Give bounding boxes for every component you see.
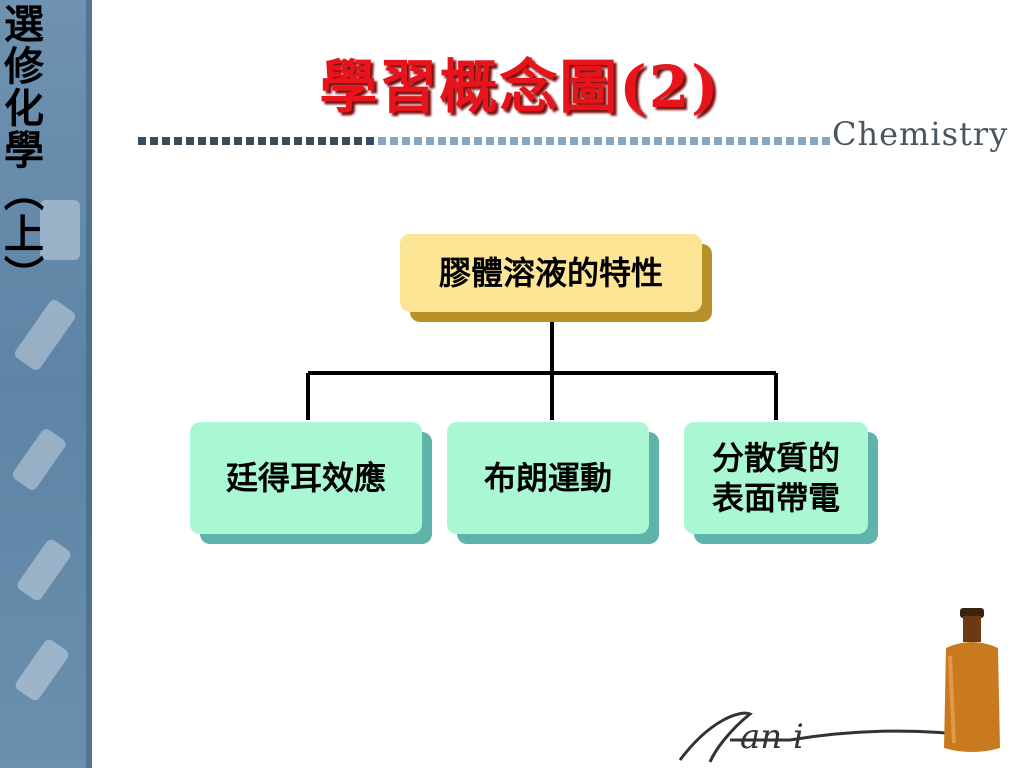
rule-dot bbox=[690, 137, 698, 145]
rule-dot bbox=[426, 137, 434, 145]
rule-dot bbox=[594, 137, 602, 145]
rule-dot bbox=[702, 137, 710, 145]
chemistry-brand: Chemistry bbox=[832, 115, 1009, 153]
rule-dot bbox=[174, 137, 182, 145]
bottle-silhouette-icon bbox=[12, 200, 80, 701]
rule-dot bbox=[642, 137, 650, 145]
rule-dot bbox=[654, 137, 662, 145]
sidebar-title-char: 化 bbox=[4, 86, 44, 132]
rule-dot bbox=[258, 137, 266, 145]
rule-dot bbox=[498, 137, 506, 145]
sidebar-title-char: 學 bbox=[4, 128, 44, 174]
rule-dot bbox=[486, 137, 494, 145]
sidebar-title-char: 上 bbox=[4, 212, 44, 258]
rule-dot bbox=[390, 137, 398, 145]
child-node-label-line1: 分散質的 bbox=[711, 439, 840, 477]
rule-dot bbox=[330, 137, 338, 145]
svg-text:an i: an i bbox=[740, 717, 804, 757]
sidebar-title-char: ︵ bbox=[4, 170, 44, 216]
rule-dot bbox=[366, 137, 374, 145]
rule-dot bbox=[354, 137, 362, 145]
rule-dot bbox=[402, 137, 410, 145]
rule-dot bbox=[198, 137, 206, 145]
child-node-label-line2: 表面帶電 bbox=[711, 479, 840, 517]
root-node: 膠體溶液的特性 bbox=[400, 234, 702, 312]
child-node-surface-charge: 分散質的 表面帶電 bbox=[684, 422, 868, 534]
rule-dot bbox=[582, 137, 590, 145]
dotted-rule bbox=[138, 137, 830, 145]
rule-dot bbox=[558, 137, 566, 145]
rule-dot bbox=[282, 137, 290, 145]
rule-dot bbox=[738, 137, 746, 145]
rule-dot bbox=[342, 137, 350, 145]
rule-dot bbox=[546, 137, 554, 145]
sidebar-title-char: ︶ bbox=[4, 254, 44, 300]
rule-dot bbox=[414, 137, 422, 145]
rule-dot bbox=[570, 137, 578, 145]
sidebar-title-char: 修 bbox=[4, 44, 44, 90]
rule-dot bbox=[438, 137, 446, 145]
rule-dot bbox=[606, 137, 614, 145]
rule-dot bbox=[294, 137, 302, 145]
rule-dot bbox=[222, 137, 230, 145]
rule-dot bbox=[186, 137, 194, 145]
rule-dot bbox=[150, 137, 158, 145]
child-node-label: 廷得耳效應 bbox=[225, 459, 386, 497]
bottle-icon bbox=[944, 608, 1000, 752]
child-node-brownian: 布朗運動 bbox=[447, 422, 649, 534]
child-node-tyndall: 廷得耳效應 bbox=[190, 422, 422, 534]
root-node-label: 膠體溶液的特性 bbox=[438, 254, 663, 292]
rule-dot bbox=[678, 137, 686, 145]
rule-dot bbox=[162, 137, 170, 145]
rule-dot bbox=[474, 137, 482, 145]
rule-dot bbox=[210, 137, 218, 145]
rule-dot bbox=[810, 137, 818, 145]
rule-dot bbox=[246, 137, 254, 145]
child-node-label: 布朗運動 bbox=[483, 459, 612, 497]
rule-dot bbox=[234, 137, 242, 145]
sidebar: 選 修 化 學 ︵ 上 ︶ bbox=[0, 0, 92, 768]
rule-dot bbox=[762, 137, 770, 145]
rule-dot bbox=[714, 137, 722, 145]
rule-dot bbox=[630, 137, 638, 145]
rule-dot bbox=[774, 137, 782, 145]
rule-dot bbox=[306, 137, 314, 145]
sidebar-edge bbox=[86, 0, 92, 768]
sidebar-title: 選 修 化 學 ︵ 上 ︶ bbox=[2, 4, 46, 298]
rule-dot bbox=[450, 137, 458, 145]
rule-dot bbox=[786, 137, 794, 145]
rule-dot bbox=[534, 137, 542, 145]
sidebar-title-char: 選 bbox=[4, 2, 44, 48]
rule-dot bbox=[462, 137, 470, 145]
rule-dot bbox=[666, 137, 674, 145]
rule-dot bbox=[822, 137, 830, 145]
rule-dot bbox=[522, 137, 530, 145]
rule-dot bbox=[270, 137, 278, 145]
rule-dot bbox=[138, 137, 146, 145]
rule-dot bbox=[726, 137, 734, 145]
rule-dot bbox=[378, 137, 386, 145]
slide-title: 學習概念圖(2) bbox=[319, 53, 721, 121]
rule-dot bbox=[618, 137, 626, 145]
rule-dot bbox=[798, 137, 806, 145]
rule-dot bbox=[510, 137, 518, 145]
rule-dot bbox=[750, 137, 758, 145]
rule-dot bbox=[318, 137, 326, 145]
